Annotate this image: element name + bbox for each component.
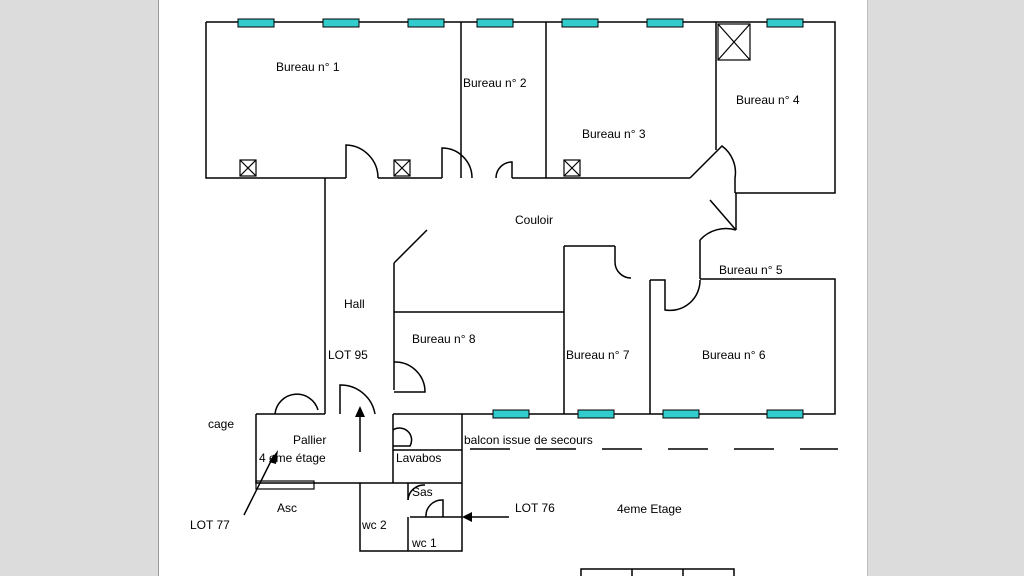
- label-bureau4: Bureau n° 4: [736, 93, 800, 107]
- label-etage4: 4 eme étage: [259, 451, 326, 465]
- ventilation-boxes: [239, 23, 751, 177]
- label-lavabos: Lavabos: [396, 451, 441, 465]
- arrowheads: [269, 406, 472, 522]
- outer-wall: [205, 21, 836, 415]
- interior-walls: [393, 229, 728, 414]
- label-etage-title: 4eme Etage: [617, 502, 682, 516]
- label-wc1: wc 1: [411, 536, 437, 550]
- windows: [237, 18, 804, 419]
- table-outline: [580, 568, 735, 576]
- label-cage: cage: [208, 417, 234, 431]
- label-hall: Hall: [344, 297, 365, 311]
- label-bureau6: Bureau n° 6: [702, 348, 766, 362]
- label-bureau2: Bureau n° 2: [463, 76, 527, 90]
- label-bureau3: Bureau n° 3: [582, 127, 646, 141]
- label-wc2: wc 2: [361, 518, 387, 532]
- label-bureau5: Bureau n° 5: [719, 263, 783, 277]
- label-couloir: Couloir: [515, 213, 553, 227]
- label-lot77: LOT 77: [190, 518, 230, 532]
- pallier-walls: [255, 413, 463, 552]
- elevator-door: [255, 480, 315, 490]
- label-sas: Sas: [412, 485, 433, 499]
- label-balcon: balcon issue de secours: [464, 433, 593, 447]
- label-asc: Asc: [277, 501, 297, 515]
- label-pallier: Pallier: [293, 433, 326, 447]
- door-swings: [274, 144, 737, 518]
- label-lot76: LOT 76: [515, 501, 555, 515]
- label-lot95: LOT 95: [328, 348, 368, 362]
- label-bureau7: Bureau n° 7: [566, 348, 630, 362]
- label-bureau1: Bureau n° 1: [276, 60, 340, 74]
- arrow-lot77: [243, 454, 275, 516]
- drawing-page: [158, 0, 868, 576]
- label-bureau8: Bureau n° 8: [412, 332, 476, 346]
